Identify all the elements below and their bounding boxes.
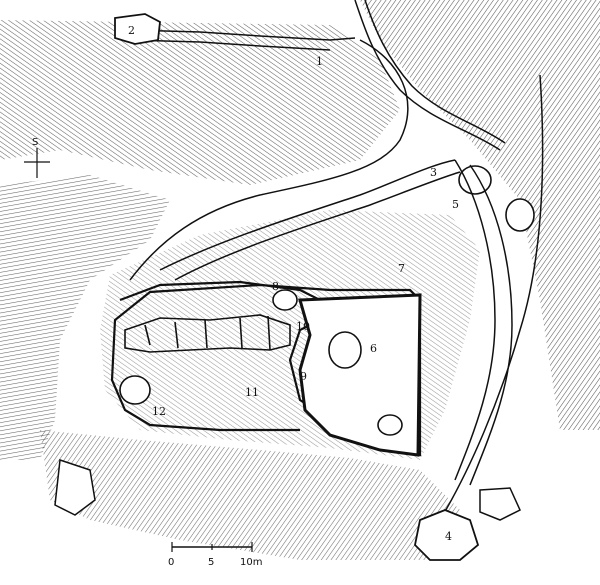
pit	[505, 198, 535, 232]
scale-tick-5: 5	[208, 557, 214, 568]
northern-ramp	[129, 29, 356, 41]
south-gate	[414, 509, 480, 561]
pit	[272, 289, 298, 311]
west-slope	[0, 175, 170, 460]
area-label-8: 8	[272, 280, 279, 293]
area-label-6: 6	[370, 342, 377, 355]
area-label-1: 1	[316, 55, 323, 68]
middle-ramp	[159, 159, 456, 271]
scale-tick-0: 0	[168, 557, 174, 568]
pit	[377, 414, 403, 436]
northern-ramp-edge	[129, 39, 331, 51]
pit	[119, 375, 151, 405]
area-labels: 1 2 3 4 5 6 7 8 9 10 11 12	[128, 24, 459, 543]
north-tower	[114, 13, 161, 45]
approach-paths	[129, 0, 544, 521]
area-label-11: 11	[245, 386, 259, 399]
far-east-ramp	[439, 74, 544, 521]
pits	[119, 165, 535, 436]
compass: S	[24, 137, 50, 178]
scale-bar: 0 5 10m	[168, 542, 262, 568]
pit	[458, 165, 492, 195]
area-label-3: 3	[430, 166, 437, 179]
road-edge	[364, 0, 506, 144]
road	[354, 0, 501, 151]
area-label-9: 9	[300, 370, 307, 383]
area-label-7: 7	[398, 262, 405, 275]
ruined-buildings	[124, 314, 291, 353]
compass-label: S	[32, 137, 38, 148]
south-slope	[40, 430, 460, 560]
east-ramp-edge	[469, 164, 513, 486]
east-slope	[360, 0, 600, 430]
area-label-4: 4	[445, 530, 452, 543]
pit	[328, 331, 362, 369]
area-label-12: 12	[152, 405, 166, 418]
area-label-5: 5	[452, 198, 459, 211]
area-label-10: 10	[296, 320, 310, 333]
scale-tick-10m: 10m	[240, 557, 262, 568]
upper-curve	[129, 39, 409, 281]
south-bastions	[54, 458, 521, 521]
area-label-2: 2	[128, 24, 135, 37]
east-ramp	[454, 159, 496, 481]
north-slope	[0, 20, 400, 185]
middle-ramp-edge	[174, 171, 461, 281]
